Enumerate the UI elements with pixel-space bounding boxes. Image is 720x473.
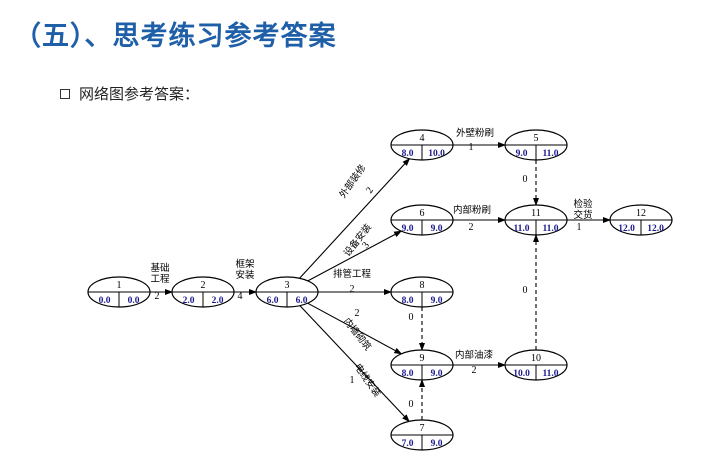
node-earliest-time: 7.0 [402,439,414,449]
activity-duration: 1 [350,375,355,386]
node-latest-time: 0.0 [128,296,140,306]
node-number: 5 [534,133,539,144]
node-earliest-time: 2.0 [183,296,195,306]
node-number: 7 [420,423,425,434]
activity-name: 基础工程 [150,262,170,285]
node-latest-time: 11.0 [542,224,558,234]
node-number: 6 [420,208,425,219]
activity-name: 框架安装 [235,258,255,281]
activity-duration: 0 [523,174,528,185]
node-number: 2 [201,280,206,291]
activity-duration: 0 [409,399,414,410]
page-title: （五）、思考练习参考答案 [14,21,337,52]
activity-name: 检验交货 [573,198,593,221]
node-earliest-time: 10.0 [513,369,530,379]
node-number: 12 [636,208,646,219]
activity-duration: 2 [350,284,355,295]
event-node: 9 8.0 9.0 [390,349,454,381]
node-number: 8 [420,280,425,291]
activity-name: 外壁粉刷 [456,127,494,139]
event-node: 3 6.0 6.0 [255,276,319,308]
activity-duration: 1 [469,142,474,153]
activity-duration: 2 [155,291,160,302]
node-earliest-time: 9.0 [402,224,414,234]
activity-name: 内部油漆 [455,349,494,361]
event-node: 8 8.0 9.0 [390,276,454,308]
node-latest-time: 10.0 [428,149,445,159]
activity-duration: 1 [577,222,582,233]
node-number: 1 [117,280,122,291]
activity-duration: 4 [238,291,243,302]
activity-duration: 0 [523,285,528,296]
activity-duration: 3 [360,240,372,251]
event-node: 2 2.0 2.0 [171,276,235,308]
node-latest-time: 2.0 [212,296,224,306]
node-number: 3 [285,280,290,291]
node-earliest-time: 9.0 [516,149,528,159]
activity-name: 排管工程 [333,268,372,280]
node-earliest-time: 11.0 [513,224,529,234]
node-number: 4 [420,133,425,144]
activity-arrow [307,230,403,282]
subheading-row: 网络图参考答案： [60,83,199,104]
node-earliest-time: 6.0 [267,296,279,306]
activity-duration: 2 [355,308,360,319]
node-latest-time: 11.0 [542,149,558,159]
activity-duration: 2 [469,222,474,233]
node-earliest-time: 12.0 [618,224,635,234]
activity-duration: 0 [409,312,414,323]
activity-arrow [299,157,411,279]
activity-duration: 2 [472,365,477,376]
event-node: 5 9.0 11.0 [504,129,568,161]
activity-name: 电线安装 [352,361,384,399]
event-node: 1 0.0 0.0 [87,276,151,308]
event-node: 7 7.0 9.0 [390,419,454,451]
activity-name: 外部装修 [337,162,369,200]
node-earliest-time: 8.0 [402,149,414,159]
node-latest-time: 6.0 [296,296,308,306]
node-latest-time: 9.0 [431,296,443,306]
activity-arrow [307,302,403,355]
node-latest-time: 9.0 [431,224,443,234]
node-latest-time: 9.0 [431,439,443,449]
activity-arrow [299,305,410,423]
event-node: 4 8.0 10.0 [390,129,454,161]
node-latest-time: 9.0 [431,369,443,379]
square-bullet-icon [60,88,70,99]
activity-name: 内部粉刷 [453,204,491,216]
subheading-text: 网络图参考答案： [79,85,200,103]
node-latest-time: 11.0 [542,369,558,379]
activity-name: 内墙砌筑 [341,315,374,353]
node-number: 10 [531,353,541,364]
node-earliest-time: 0.0 [99,296,111,306]
node-earliest-time: 8.0 [402,369,414,379]
node-latest-time: 12.0 [647,224,664,234]
activity-duration: 2 [364,185,376,195]
node-number: 11 [531,208,541,219]
node-number: 9 [420,353,425,364]
node-earliest-time: 8.0 [402,296,414,306]
event-node: 6 9.0 9.0 [390,204,454,236]
